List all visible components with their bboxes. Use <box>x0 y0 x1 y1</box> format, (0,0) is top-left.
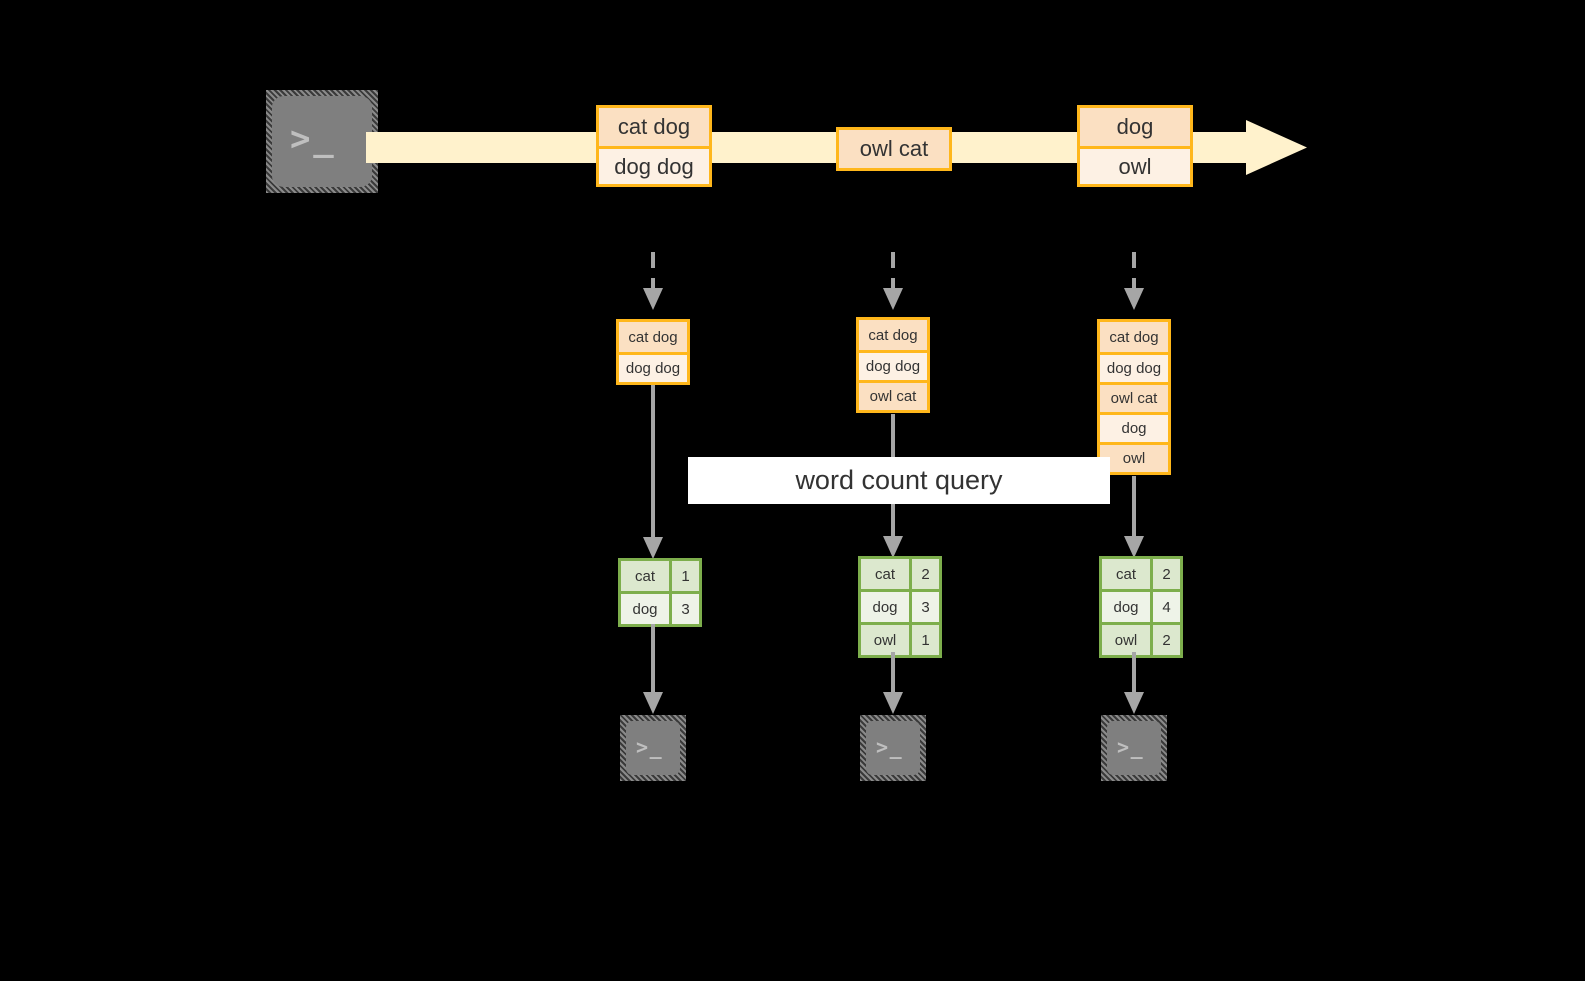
snapshot-record: owl <box>1100 442 1168 472</box>
table-row: cat 2 <box>1102 559 1180 589</box>
stream-record-2: owl cat <box>836 127 952 171</box>
snapshot-record: cat dog <box>619 322 687 352</box>
terminal-screen: >_ <box>626 721 680 775</box>
snapshot-1-query-connector <box>643 385 663 559</box>
result-word: owl <box>861 625 909 655</box>
snapshot-1-result-table: cat 1 dog 3 <box>618 558 702 627</box>
stream-record-line: owl cat <box>839 130 949 168</box>
terminal-prompt-glyph: >_ <box>1117 735 1145 759</box>
stream-to-snapshot-connector <box>883 252 903 310</box>
result-word: cat <box>621 561 669 591</box>
snapshot-1-sink-terminal-icon: >_ <box>620 715 686 781</box>
snapshot-1-input-records: cat dog dog dog <box>616 319 690 385</box>
snapshot-1-sink-connector <box>643 624 663 714</box>
snapshot-record: dog dog <box>1100 352 1168 382</box>
terminal-prompt-glyph: >_ <box>290 119 337 159</box>
query-label: word count query <box>688 457 1110 504</box>
terminal-screen: >_ <box>1107 721 1161 775</box>
snapshot-3-sink-terminal-icon: >_ <box>1101 715 1167 781</box>
table-row: dog 4 <box>1102 589 1180 622</box>
result-count: 3 <box>669 594 699 624</box>
snapshot-3-result-table: cat 2 dog 4 owl 2 <box>1099 556 1183 658</box>
stream-record-3: dog owl <box>1077 105 1193 187</box>
stream-record-line: owl <box>1080 146 1190 184</box>
result-word: cat <box>861 559 909 589</box>
stream-record-line: dog dog <box>599 146 709 184</box>
snapshot-record: dog <box>1100 412 1168 442</box>
snapshot-3-sink-connector <box>1124 652 1144 714</box>
table-row: cat 1 <box>621 561 699 591</box>
terminal-screen: >_ <box>866 721 920 775</box>
snapshot-2-result-table: cat 2 dog 3 owl 1 <box>858 556 942 658</box>
table-row: owl 2 <box>1102 622 1180 655</box>
snapshot-3-query-connector <box>1124 476 1144 558</box>
stream-record-1: cat dog dog dog <box>596 105 712 187</box>
source-terminal-icon: >_ <box>266 90 378 193</box>
result-count: 2 <box>1150 559 1180 589</box>
snapshot-2-sink-connector <box>883 652 903 714</box>
terminal-screen: >_ <box>272 96 372 187</box>
snapshot-2-sink-terminal-icon: >_ <box>860 715 926 781</box>
result-word: dog <box>621 594 669 624</box>
snapshot-record: dog dog <box>619 352 687 382</box>
table-row: dog 3 <box>861 589 939 622</box>
snapshot-record: dog dog <box>859 350 927 380</box>
snapshot-3-input-records: cat dog dog dog owl cat dog owl <box>1097 319 1171 475</box>
snapshot-record: owl cat <box>859 380 927 410</box>
result-word: dog <box>1102 592 1150 622</box>
result-count: 3 <box>909 592 939 622</box>
result-count: 1 <box>669 561 699 591</box>
stream-record-line: cat dog <box>599 108 709 146</box>
result-count: 4 <box>1150 592 1180 622</box>
result-word: owl <box>1102 625 1150 655</box>
result-count: 2 <box>1150 625 1180 655</box>
table-row: cat 2 <box>861 559 939 589</box>
result-count: 2 <box>909 559 939 589</box>
result-word: cat <box>1102 559 1150 589</box>
terminal-prompt-glyph: >_ <box>636 735 664 759</box>
snapshot-record: cat dog <box>1100 322 1168 352</box>
terminal-prompt-glyph: >_ <box>876 735 904 759</box>
table-row: owl 1 <box>861 622 939 655</box>
snapshot-record: owl cat <box>1100 382 1168 412</box>
stream-to-snapshot-connector <box>1124 252 1144 310</box>
snapshot-2-input-records: cat dog dog dog owl cat <box>856 317 930 413</box>
table-row: dog 3 <box>621 591 699 624</box>
stream-record-line: dog <box>1080 108 1190 146</box>
stream-to-snapshot-connector <box>643 252 663 310</box>
result-word: dog <box>861 592 909 622</box>
snapshot-record: cat dog <box>859 320 927 350</box>
result-count: 1 <box>909 625 939 655</box>
